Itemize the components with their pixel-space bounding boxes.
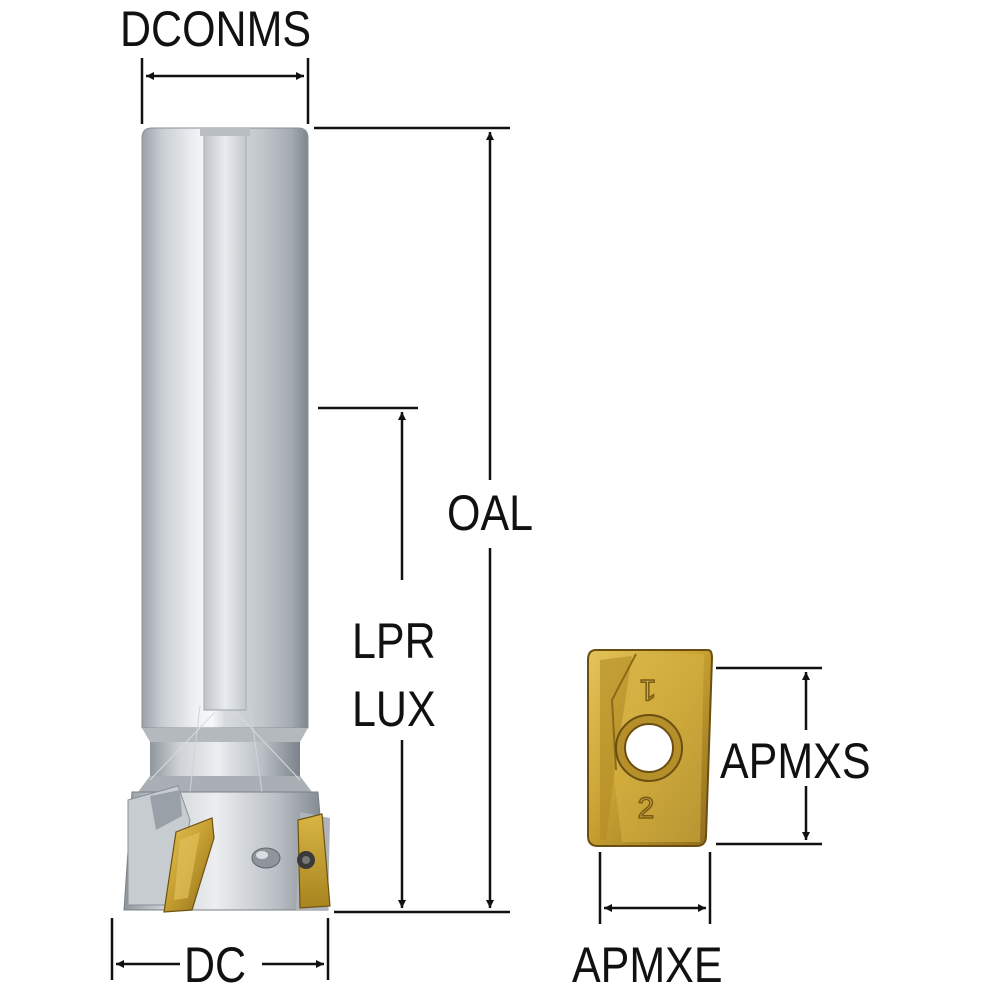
label-apmxs: APMXS bbox=[720, 733, 871, 789]
cutter-shank bbox=[141, 127, 309, 729]
dimension-lines bbox=[110, 58, 822, 980]
label-dc: DC bbox=[184, 937, 247, 993]
label-lpr: LPR bbox=[352, 613, 436, 669]
cutter-insert-left bbox=[163, 817, 215, 913]
label-oal: OAL bbox=[447, 485, 534, 541]
cutter-insert-right bbox=[297, 813, 331, 909]
insert-detail: 1 2 bbox=[587, 649, 714, 847]
label-dconms: DCONMS bbox=[120, 1, 312, 57]
insert-mark-top: 1 bbox=[640, 673, 657, 706]
cutter-neck bbox=[138, 705, 312, 793]
insert-mark-bottom: 2 bbox=[638, 792, 655, 825]
label-lux: LUX bbox=[352, 681, 436, 737]
label-apmxe: APMXE bbox=[572, 937, 723, 993]
